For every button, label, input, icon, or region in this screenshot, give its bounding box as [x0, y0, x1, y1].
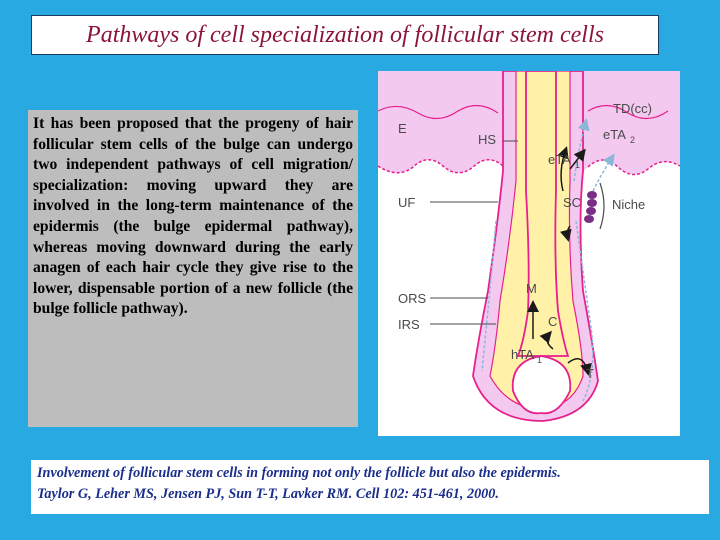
- follicle-svg: E HS UF SC Niche TD(cc) eTA 1 eTA 2 ORS …: [378, 71, 680, 436]
- label-niche: Niche: [612, 197, 645, 212]
- stem-cell-cluster: [584, 191, 597, 223]
- dermal-papilla: [511, 355, 572, 415]
- caption-citation: Taylor G, Leher MS, Jensen PJ, Sun T-T, …: [37, 486, 499, 502]
- body-paragraph: It has been proposed that the progeny of…: [33, 115, 353, 318]
- title-box: Pathways of cell specialization of folli…: [31, 15, 659, 55]
- label-irs: IRS: [398, 317, 420, 332]
- label-hta1-sub: 1: [537, 355, 542, 365]
- label-uf: UF: [398, 195, 415, 210]
- epidermis-region: [378, 71, 680, 175]
- label-td: TD(cc): [613, 101, 652, 116]
- label-c: C: [548, 314, 557, 329]
- label-sc: SC: [563, 195, 581, 210]
- text-panel: It has been proposed that the progeny of…: [28, 110, 358, 427]
- label-eta2: eTA: [603, 127, 626, 142]
- caption-box: Involvement of follicular stem cells in …: [31, 460, 709, 514]
- label-eta1: eTA: [548, 152, 571, 167]
- label-hta1: hTA: [511, 347, 534, 362]
- label-hs: HS: [478, 132, 496, 147]
- hair-follicle-diagram: E HS UF SC Niche TD(cc) eTA 1 eTA 2 ORS …: [378, 71, 680, 436]
- label-t: T: [586, 366, 594, 381]
- slide-title: Pathways of cell specialization of folli…: [86, 21, 604, 48]
- label-ors: ORS: [398, 291, 427, 306]
- label-m: M: [526, 281, 537, 296]
- hair-shaft: [516, 71, 570, 357]
- label-e: E: [398, 121, 407, 136]
- label-eta1-sub: 1: [575, 160, 580, 170]
- label-eta2-sub: 2: [630, 135, 635, 145]
- caption-line-1: Involvement of follicular stem cells in …: [37, 465, 561, 481]
